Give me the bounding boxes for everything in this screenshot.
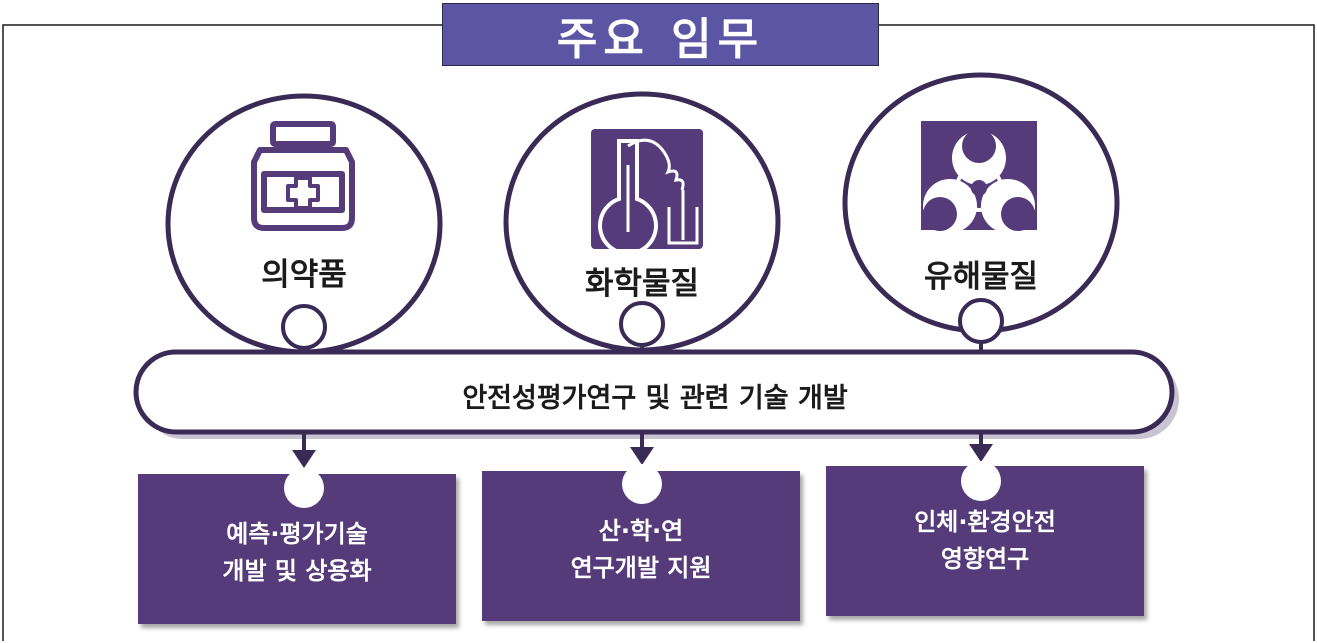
output-line: 연구개발 지원 [570, 553, 712, 582]
category-label-medicine: 의약품 [261, 257, 347, 293]
output-line: 개발 및 상용화 [222, 556, 372, 585]
medicine-bottle-icon [251, 121, 355, 231]
outer-frame [2, 24, 1315, 641]
output-line: 예측·평가기술 [226, 519, 368, 548]
category-label-chemical: 화학물질 [584, 266, 700, 302]
category-label-hazard: 유해물질 [923, 259, 1039, 295]
output-line: 산·학·연 [598, 516, 684, 545]
output-line: 인체·환경안전 [914, 507, 1056, 536]
box-connector-node [284, 468, 324, 508]
output-box-human-environment: 인체·환경안전 영향연구 [826, 466, 1144, 616]
connector-node [619, 301, 665, 347]
connector-node [281, 304, 327, 350]
chemical-flask-icon [591, 129, 703, 256]
output-box-prediction: 예측·평가기술 개발 및 상용화 [138, 474, 456, 624]
biohazard-icon [921, 121, 1037, 233]
output-line: 영향연구 [940, 544, 1030, 573]
box-connector-node [961, 461, 1001, 501]
connector-node [958, 298, 1004, 344]
page-title: 주요 임무 [442, 3, 879, 66]
box-connector-node [622, 464, 662, 504]
arrow-down-icon [969, 444, 993, 462]
arrow-down-icon [292, 450, 316, 468]
center-bar [133, 349, 1175, 435]
center-bar-label: 안전성평가연구 및 관련 기술 개발 [462, 382, 848, 414]
arrow-down-icon [630, 447, 654, 465]
